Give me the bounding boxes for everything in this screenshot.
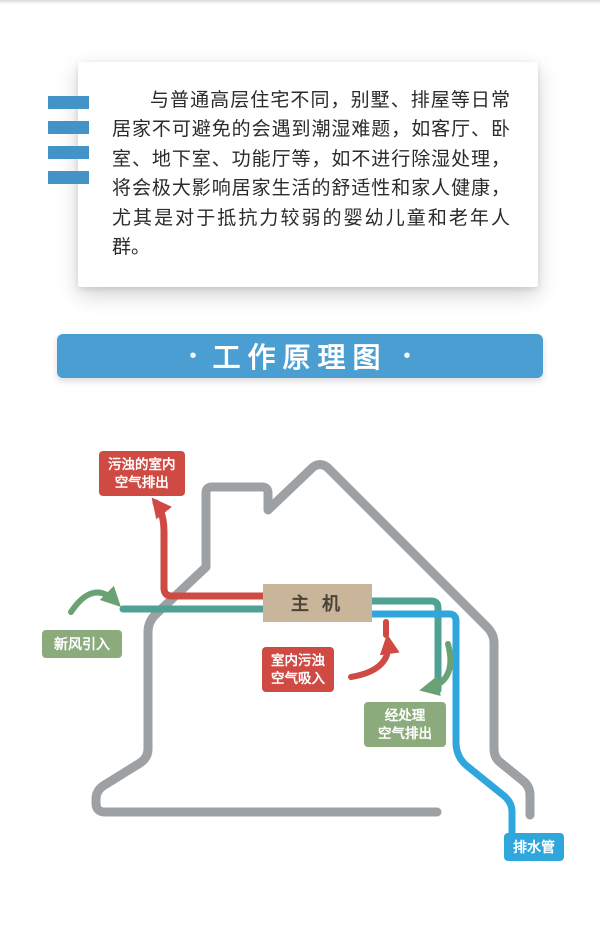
label-drain-pipe: 排水管 [504, 833, 564, 862]
intro-card: 与普通高层住宅不同，别墅、排屋等日常居家不可避免的会遇到潮湿难题，如客厅、卧室、… [78, 62, 538, 287]
main-unit-label: 主 机 [290, 594, 344, 614]
accent-bar [48, 171, 89, 184]
label-processed-out: 经处理 空气排出 [364, 702, 446, 748]
label-processed-out-line1: 经处理 [384, 708, 426, 723]
label-indoor-intake-line1: 室内污浊 [271, 653, 325, 668]
banner-title: 工作原理图 [212, 343, 388, 374]
label-indoor-intake: 室内污浊 空气吸入 [262, 647, 334, 693]
processed-air-arrow-icon [419, 641, 454, 696]
banner-bullet-right: • [403, 345, 411, 367]
page-top-edge [0, 0, 600, 4]
label-processed-out-line2: 空气排出 [378, 725, 432, 741]
processed-air-duct-line [366, 597, 442, 694]
drain-pipe-line [366, 610, 516, 850]
intake-arrow-icon [348, 634, 400, 680]
label-indoor-intake-line2: 空气吸入 [271, 670, 325, 686]
intro-text: 与普通高层住宅不同，别墅、排屋等日常居家不可避免的会遇到潮湿难题，如客厅、卧室、… [112, 90, 510, 259]
label-fresh-air-in: 新风引入 [42, 630, 122, 659]
accent-bar [48, 96, 89, 109]
banner-bullet-left: • [189, 345, 197, 367]
section-banner: • 工作原理图 • [57, 334, 543, 378]
label-drain-pipe-line1: 排水管 [513, 839, 555, 855]
label-exhaust-out-line1: 污浊的室内 [108, 457, 176, 472]
label-exhaust-out: 污浊的室内 空气排出 [99, 451, 185, 497]
fresh-air-arrow-icon [68, 585, 121, 615]
accent-bar [48, 121, 89, 134]
accent-bars [48, 96, 89, 196]
house-outline-icon [91, 460, 535, 820]
label-fresh-air-in-line1: 新风引入 [54, 636, 110, 652]
label-exhaust-out-line2: 空气排出 [114, 474, 169, 490]
main-unit-box: 主 机 [263, 584, 372, 622]
exhaust-duct-line [151, 497, 270, 600]
accent-bar [48, 146, 89, 159]
